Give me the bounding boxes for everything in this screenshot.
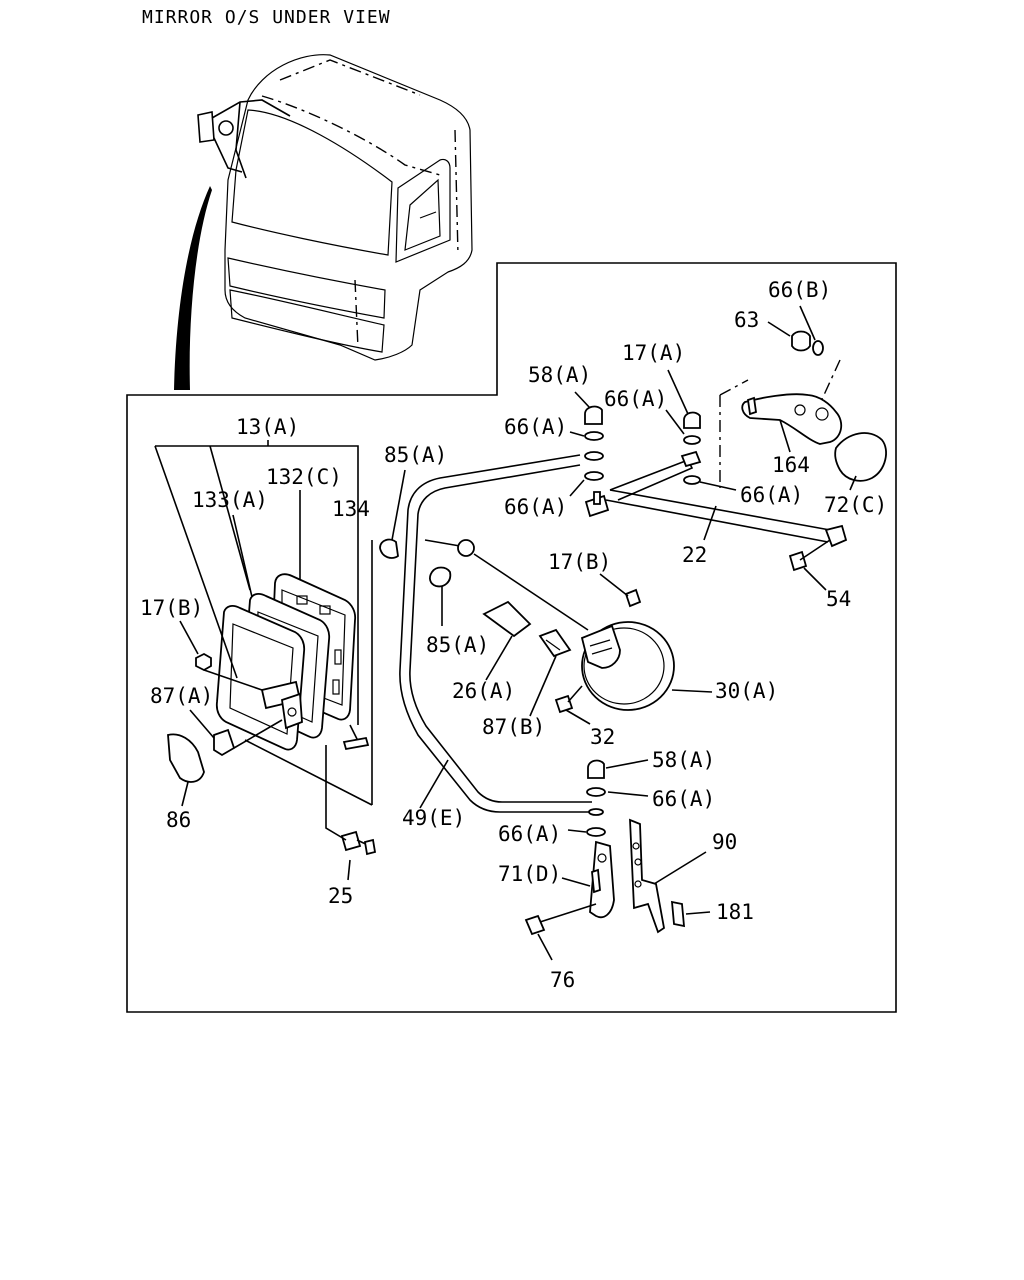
label-58A-top: 58(A) bbox=[528, 363, 591, 387]
label-25: 25 bbox=[328, 884, 353, 908]
mirror-assembly bbox=[154, 440, 377, 881]
label-71D: 71(D) bbox=[498, 862, 561, 886]
label-17A: 17(A) bbox=[622, 341, 685, 365]
label-132C: 132(C) bbox=[266, 465, 342, 489]
mirror-stay-arms bbox=[379, 359, 848, 813]
label-54: 54 bbox=[826, 587, 851, 611]
diagram-title: MIRROR O/S UNDER VIEW bbox=[142, 7, 391, 28]
label-164: 164 bbox=[772, 453, 810, 477]
label-32: 32 bbox=[590, 725, 615, 749]
label-66A-3: 66(A) bbox=[740, 483, 803, 507]
label-134: 134 bbox=[332, 497, 370, 521]
label-181: 181 bbox=[716, 900, 754, 924]
label-85A-mid: 85(A) bbox=[426, 633, 489, 657]
label-66B: 66(B) bbox=[768, 278, 831, 302]
label-66A-4: 66(A) bbox=[504, 495, 567, 519]
label-13A: 13(A) bbox=[236, 415, 299, 439]
label-66A-1: 66(A) bbox=[604, 387, 667, 411]
leader-49E bbox=[419, 759, 449, 809]
detail-frame bbox=[126, 262, 897, 1013]
label-66A-2: 66(A) bbox=[504, 415, 567, 439]
bracket-164-and-cover bbox=[741, 305, 887, 491]
label-86: 86 bbox=[166, 808, 191, 832]
label-87B: 87(B) bbox=[482, 715, 545, 739]
label-87A: 87(A) bbox=[150, 684, 213, 708]
label-22: 22 bbox=[682, 543, 707, 567]
label-72C: 72(C) bbox=[824, 493, 887, 517]
label-17B-right: 17(B) bbox=[548, 550, 611, 574]
leader-22 bbox=[703, 505, 717, 541]
label-58A-bottom: 58(A) bbox=[652, 748, 715, 772]
label-26A: 26(A) bbox=[452, 679, 515, 703]
label-85A-top: 85(A) bbox=[384, 443, 447, 467]
under-view-mirror-30A bbox=[482, 573, 713, 725]
label-133A: 133(A) bbox=[192, 488, 268, 512]
lower-brackets bbox=[524, 818, 711, 961]
label-30A: 30(A) bbox=[715, 679, 778, 703]
label-76: 76 bbox=[550, 968, 575, 992]
label-63: 63 bbox=[734, 308, 759, 332]
label-90: 90 bbox=[712, 830, 737, 854]
truck-cab-illustration bbox=[174, 54, 473, 390]
leader-85A-top bbox=[391, 469, 406, 541]
label-66A-6: 66(A) bbox=[498, 822, 561, 846]
label-17B-left: 17(B) bbox=[140, 596, 203, 620]
fasteners bbox=[567, 369, 737, 837]
label-49E: 49(E) bbox=[402, 806, 465, 830]
label-66A-5: 66(A) bbox=[652, 787, 715, 811]
